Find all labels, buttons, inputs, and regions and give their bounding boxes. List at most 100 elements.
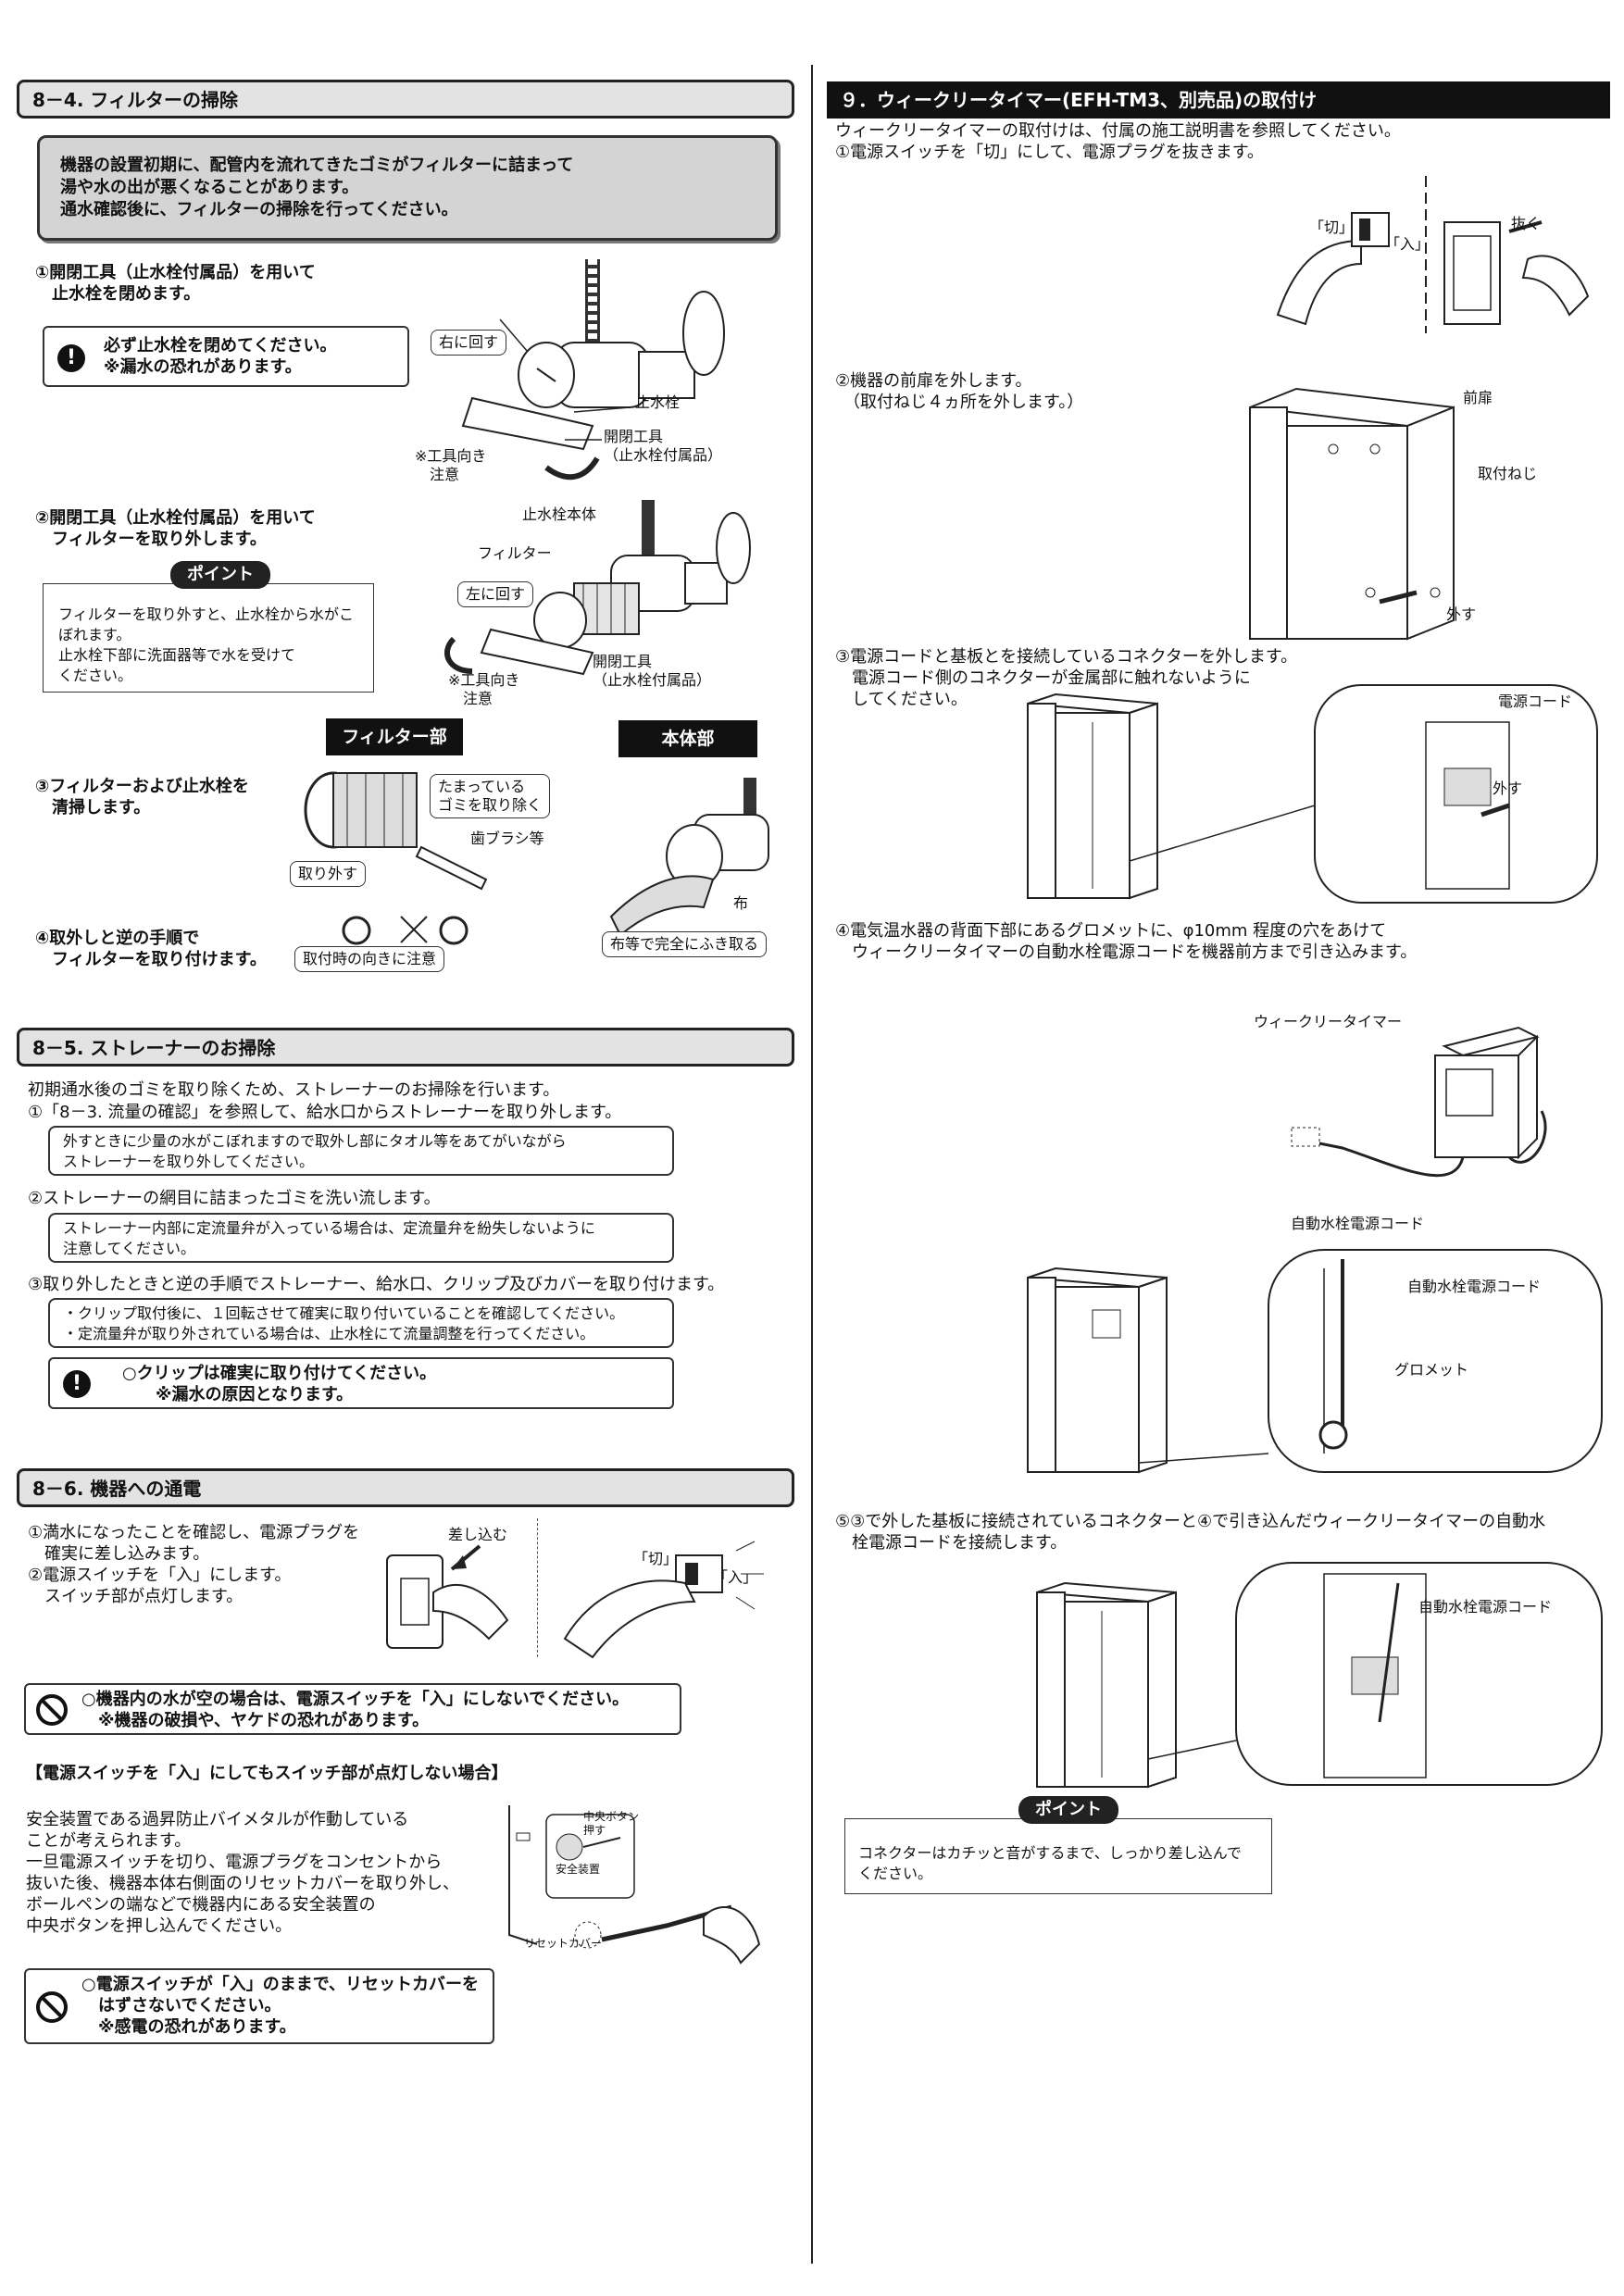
turn-left-label: 左に回す xyxy=(457,581,534,607)
tool-orientation-note: ※工具向き 注意 xyxy=(415,447,487,483)
warning-text: 必ず止水栓を閉めてください。 ※漏水の恐れがあります。 xyxy=(104,336,337,377)
section-8-4-header: 8－4. フィルターの掃除 xyxy=(17,80,794,119)
subsection-text: 安全装置である過昇防止バイメタルが作動している ことが考えられます。 一旦電源ス… xyxy=(26,1810,459,1936)
switch-off-label: 「切」 xyxy=(1309,218,1355,236)
grommet-diagram xyxy=(1027,1249,1603,1474)
connector-diagram xyxy=(1027,684,1598,904)
step-4-text: ④取外しと逆の手順で フィルターを取り付けます。 xyxy=(35,929,267,969)
valve-label: 止水栓 xyxy=(635,393,681,411)
point-box: フィルターを取り外すと、止水栓から水がこ ぼれます。 止水栓下部に洗面器等で水を… xyxy=(43,583,374,693)
note-box-3: ・クリップ取付後に、１回転させて確実に取り付いていることを確認してください。 ・… xyxy=(48,1298,674,1348)
grommet-label: グロメット xyxy=(1394,1361,1469,1379)
toothbrush-label: 歯ブラシ等 xyxy=(470,830,544,847)
front-door-diagram xyxy=(1249,387,1455,641)
step-3-text: ③取り外したときと逆の手順でストレーナー、給水口、クリップ及びカバーを取り付けま… xyxy=(28,1275,725,1294)
turn-right-label: 右に回す xyxy=(431,330,507,356)
screw-label: 取付ねじ xyxy=(1478,465,1538,482)
note-text: ストレーナー内部に定流量弁が入っている場合は、定流量弁を紛失しないように 注意し… xyxy=(63,1219,595,1257)
intro-text: ウィークリータイマーの取付けは、付属の施工説明書を参照してください。 ①電源スイ… xyxy=(835,121,1401,162)
exclamation-icon: ! xyxy=(57,344,85,372)
point-label-2: ポイント xyxy=(1018,1796,1118,1824)
dirt-removal-label: たまっている ゴミを取り除く xyxy=(430,774,551,818)
dashed-divider xyxy=(537,1518,538,1657)
unplug-diagram xyxy=(1276,176,1590,333)
point-label: ポイント xyxy=(170,561,270,589)
step-2-text: ②開閉工具（止水栓付属品）を用いて フィルターを取り外します。 xyxy=(35,508,316,549)
section-8-6-header: 8－6. 機器への通電 xyxy=(17,1468,794,1507)
filter-part-tag: フィルター部 xyxy=(326,718,463,755)
warning-box-1: ! 必ず止水栓を閉めてください。 ※漏水の恐れがあります。 xyxy=(43,326,409,387)
weekly-timer-label: ウィークリータイマー xyxy=(1254,1013,1403,1030)
remove-label: 取り外す xyxy=(290,861,367,887)
valve-wipe-diagram xyxy=(609,778,769,937)
connect-diagram xyxy=(1036,1562,1603,1789)
switch-on-label: 「入」 xyxy=(713,1568,758,1586)
prohibition-box-1: ○機器内の水が空の場合は、電源スイッチを「入」にしないでください。 ※機器の破損… xyxy=(24,1683,681,1735)
filter-remove-diagram xyxy=(443,500,751,676)
step-2-text: ②ストレーナーの網目に詰まったゴミを洗い流します。 xyxy=(28,1189,441,1208)
prohibition-text: ○機器内の水が空の場合は、電源スイッチを「入」にしないでください。 ※機器の破損… xyxy=(81,1690,630,1730)
section-title: ９．ウィークリータイマー(EFH-TM3、別売品)の取付け xyxy=(840,89,1318,111)
step-3-text: ③フィルターおよび止水栓を 清掃します。 xyxy=(35,777,249,817)
wipe-note: 布等で完全にふき取る xyxy=(602,931,768,957)
note-box-2: ストレーナー内部に定流量弁が入っている場合は、定流量弁を紛失しないように 注意し… xyxy=(48,1213,674,1263)
auto-faucet-cord-label-3: 自動水栓電源コード xyxy=(1418,1598,1553,1616)
step-2-text: ②機器の前扉を外します。 （取付ねじ４ヵ所を外します。） xyxy=(835,371,1084,412)
switch-off-label: 「切」 xyxy=(633,1550,679,1567)
step-1-text: ①開閉工具（止水栓付属品）を用いて 止水栓を閉めます。 xyxy=(35,263,316,304)
reset-diagram xyxy=(508,1805,761,1965)
step-1-text: ①「8－3. 流量の確認」を参照して、給水口からストレーナーを取り外します。 xyxy=(28,1103,622,1122)
prohibition-text: ○電源スイッチが「入」のままで、リセットカバーを はずさないでください。 ※感電… xyxy=(81,1975,479,2037)
column-divider xyxy=(811,65,813,2264)
reset-cover-label: リセットカバー xyxy=(524,1937,603,1950)
step-text: ①満水になったことを確認し、電源プラグを 確実に差し込みます。 ②電源スイッチを… xyxy=(28,1523,360,1606)
section-title: 8－5. ストレーナーのお掃除 xyxy=(32,1037,276,1059)
point-box-2: コネクターはカチッと音がするまで、しっかり差し込んで ください。 xyxy=(844,1818,1272,1894)
body-part-tag: 本体部 xyxy=(618,720,757,757)
point-text: コネクターはカチッと音がするまで、しっかり差し込んで ください。 xyxy=(858,1844,1242,1882)
intro-text: 初期通水後のゴミを取り除くため、ストレーナーのお掃除を行います。 xyxy=(28,1080,560,1100)
remove-label: 外す xyxy=(1446,605,1477,623)
pull-label: 抜く xyxy=(1511,215,1542,232)
cloth-label: 布 xyxy=(733,894,749,912)
power-cord-label: 電源コード xyxy=(1498,693,1573,710)
section-title: 8－4. フィルターの掃除 xyxy=(32,89,238,111)
valve-body-label: 止水栓本体 xyxy=(522,505,597,523)
remove-label-2: 外す xyxy=(1493,780,1523,797)
section-8-5-header: 8－5. ストレーナーのお掃除 xyxy=(17,1028,794,1067)
filter-label: フィルター xyxy=(478,544,552,562)
timer-diagram xyxy=(1291,1026,1547,1178)
notice-text: 機器の設置初期に、配管内を流れてきたゴミがフィルターに詰まって 湯や水の出が悪く… xyxy=(60,156,574,219)
tool-orientation-note-2: ※工具向き 注意 xyxy=(448,671,520,707)
prohibited-icon xyxy=(36,1694,68,1726)
warning-box-2: ! ○クリップは確実に取り付けてください。 ※漏水の原因となります。 xyxy=(48,1357,674,1409)
point-text: フィルターを取り外すと、止水栓から水がこ ぼれます。 止水栓下部に洗面器等で水を… xyxy=(58,605,355,684)
step-4-text: ④電気温水器の背面下部にあるグロメットに、φ10mm 程度の穴をあけて ウィーク… xyxy=(835,921,1418,962)
section-9-header: ９．ウィークリータイマー(EFH-TM3、別売品)の取付け xyxy=(827,81,1610,119)
switch-on-label: 「入」 xyxy=(1385,235,1430,253)
warning-text: ○クリップは確実に取り付けてください。 ※漏水の原因となります。 xyxy=(122,1364,437,1404)
section-title: 8－6. 機器への通電 xyxy=(32,1478,202,1500)
auto-faucet-cord-label: 自動水栓電源コード xyxy=(1291,1215,1425,1232)
notice-box: 機器の設置初期に、配管内を流れてきたゴミがフィルターに詰まって 湯や水の出が悪く… xyxy=(37,135,778,241)
note-text: 外すときに少量の水がこぼれますので取外し部にタオル等をあてがいながら ストレーナ… xyxy=(63,1132,567,1170)
step-3-text: ③電源コードと基板とを接続しているコネクターを外します。 電源コード側のコネクタ… xyxy=(835,647,1298,709)
note-box-1: 外すときに少量の水がこぼれますので取外し部にタオル等をあてがいながら ストレーナ… xyxy=(48,1126,674,1176)
prohibition-box-2: ○電源スイッチが「入」のままで、リセットカバーを はずさないでください。 ※感電… xyxy=(24,1968,494,2044)
power-plug-diagram xyxy=(386,1544,509,1649)
filter-clean-diagram xyxy=(304,771,488,945)
orientation-note: 取付時の向きに注意 xyxy=(294,946,445,972)
step-5-text: ⑤③で外した基板に接続されているコネクターと④で引き込んだウィークリータイマーの… xyxy=(835,1512,1546,1553)
center-button-label: 中央ボタン 押す xyxy=(583,1810,640,1837)
front-door-label: 前扉 xyxy=(1463,389,1493,406)
subsection-title: 【電源スイッチを「入」にしてもスイッチ部が点灯しない場合】 xyxy=(26,1764,508,1783)
note-text: ・クリップ取付後に、１回転させて確実に取り付いていることを確認してください。 ・… xyxy=(63,1304,625,1342)
exclamation-icon: ! xyxy=(63,1370,91,1398)
insert-label: 差し込む xyxy=(448,1526,508,1543)
tool-label-2: 開閉工具 （止水栓付属品） xyxy=(593,653,712,689)
auto-faucet-cord-label-2: 自動水栓電源コード xyxy=(1407,1278,1542,1295)
valve-close-diagram xyxy=(461,259,725,480)
tool-label: 開閉工具 （止水栓付属品） xyxy=(604,428,723,464)
power-switch-diagram xyxy=(563,1541,764,1659)
prohibited-icon xyxy=(36,1991,68,2023)
